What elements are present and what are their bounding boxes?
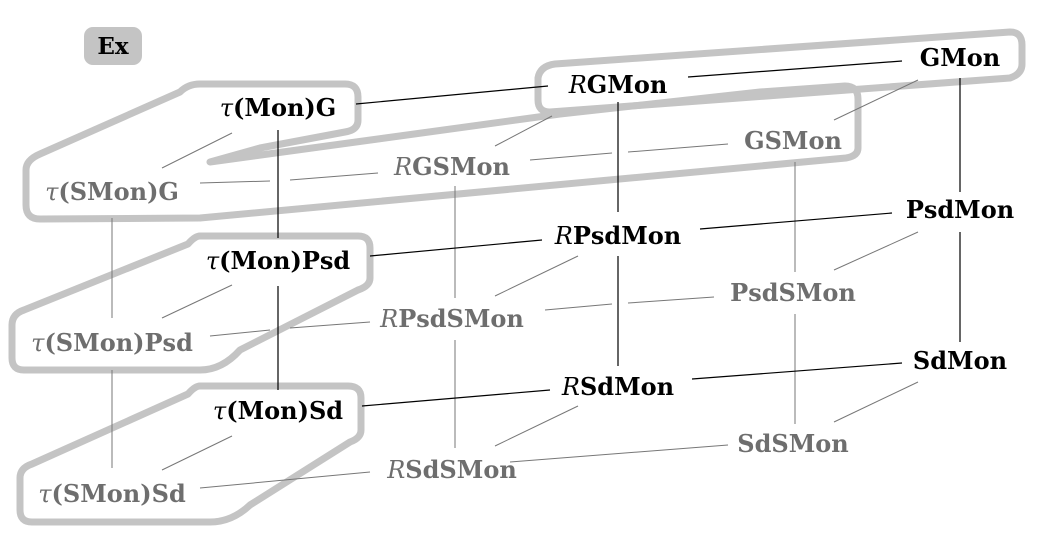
node-tau-smon-psd: τ(SMon)Psd xyxy=(31,328,193,357)
node-sdmon: SdMon xyxy=(912,346,1008,375)
edge xyxy=(627,296,715,304)
node-r-psdsmon: RPsdSMon xyxy=(380,304,524,333)
node-gmon: GMon xyxy=(919,43,1001,72)
example-badge: Ex xyxy=(84,27,142,65)
edge xyxy=(687,60,903,78)
node-sdsmon: SdSMon xyxy=(737,429,849,458)
edge xyxy=(529,152,613,161)
g-row-highlight xyxy=(22,80,862,223)
g-mon-highlight xyxy=(534,28,1026,116)
node-r-psdmon: RPsdMon xyxy=(554,221,682,250)
edge xyxy=(833,231,919,271)
edge xyxy=(691,362,903,380)
node-gsmon: GSMon xyxy=(744,126,842,155)
node-r-gmon: RGMon xyxy=(568,70,668,99)
edge xyxy=(494,115,553,147)
edge xyxy=(833,381,919,423)
psd-row-highlight xyxy=(8,232,374,374)
edge xyxy=(369,239,543,257)
node-psdmon: PsdMon xyxy=(905,195,1015,224)
edge xyxy=(161,435,233,471)
node-r-sdsmon: RSdSMon xyxy=(387,455,517,484)
edge xyxy=(161,132,233,169)
edge xyxy=(209,329,271,337)
edge xyxy=(289,172,379,181)
edge xyxy=(494,405,579,447)
node-psdsmon: PsdSMon xyxy=(730,278,856,307)
node-tau-smon-g: τ(SMon)G xyxy=(45,177,179,206)
edge xyxy=(494,255,579,297)
edge xyxy=(199,471,371,489)
node-tau-mon-sd: τ(Mon)Sd xyxy=(212,396,344,425)
edge xyxy=(544,303,613,311)
node-tau-mon-g: τ(Mon)G xyxy=(219,93,337,122)
node-r-sdmon: RSdMon xyxy=(561,372,675,401)
node-tau-mon-psd: τ(Mon)Psd xyxy=(205,246,351,275)
edge xyxy=(627,143,729,153)
edge xyxy=(833,79,919,121)
edge xyxy=(161,284,233,319)
sd-row-highlight xyxy=(16,382,365,526)
edge xyxy=(509,444,729,463)
node-tau-smon-sd: τ(SMon)Sd xyxy=(38,479,186,508)
edge xyxy=(355,85,549,105)
edge xyxy=(289,321,371,329)
node-r-gsmon: RGSMon xyxy=(394,152,510,181)
edge xyxy=(199,180,271,184)
edge xyxy=(361,389,551,407)
edge xyxy=(699,212,893,230)
